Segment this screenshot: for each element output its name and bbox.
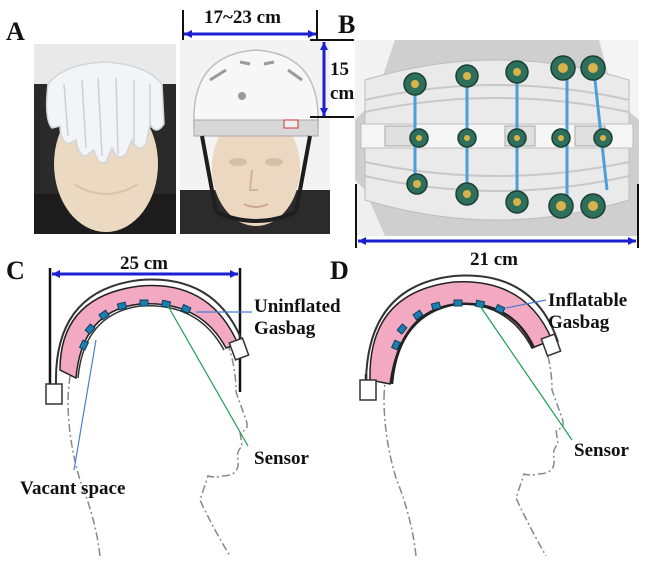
gasbag-label-d-line1: Inflatable [548, 290, 627, 312]
gasbag-label-d: Inflatable Gasbag [548, 290, 627, 334]
gasbag-label-d-line2: Gasbag [548, 312, 627, 334]
sensor-label-d: Sensor [574, 440, 629, 462]
